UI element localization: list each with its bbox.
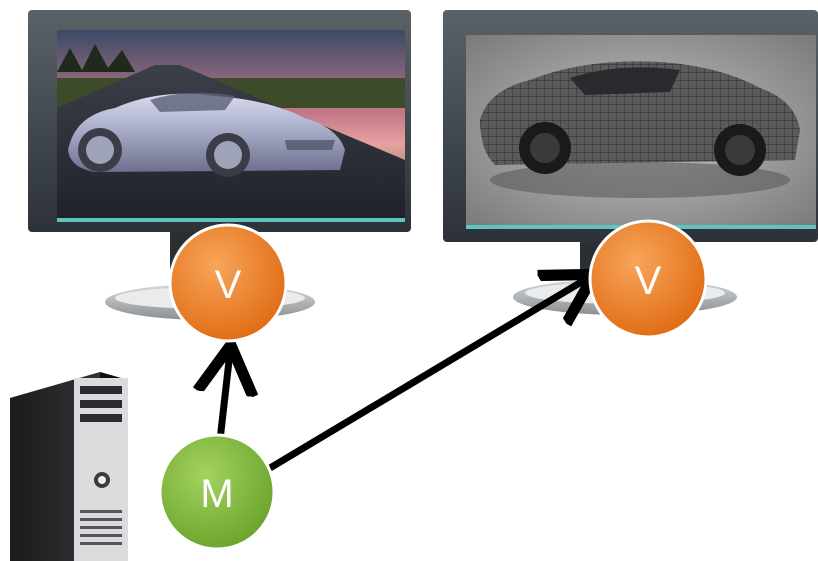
desktop-tower-icon: [10, 372, 128, 561]
arrow-model-to-view-right: [268, 278, 588, 472]
view-node-right-label: V: [635, 259, 662, 303]
model-node: M: [158, 433, 276, 551]
monitor-right: [443, 10, 818, 315]
arrows: [220, 278, 588, 472]
view-node-left: V: [168, 223, 288, 343]
view-node-right: V: [588, 219, 708, 339]
arrow-model-to-view-left: [220, 352, 230, 441]
monitor-left: [28, 10, 411, 320]
screen-right-wireframe-car: [466, 35, 816, 227]
model-node-label: M: [200, 472, 233, 516]
view-node-left-label: V: [215, 263, 242, 307]
screen-left-rendered-car: [57, 30, 405, 220]
